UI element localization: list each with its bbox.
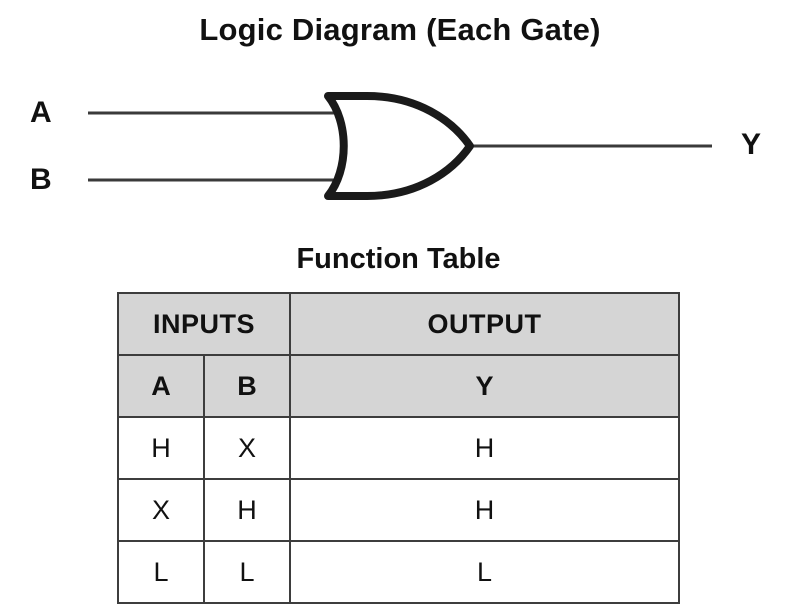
table-group-header-row: INPUTS OUTPUT: [117, 292, 680, 356]
output-label-y: Y: [741, 128, 762, 161]
group-header-output: OUTPUT: [289, 292, 680, 356]
column-header-y: Y: [289, 354, 680, 418]
cell-y: H: [289, 478, 680, 542]
diagram-title: Logic Diagram (Each Gate): [199, 12, 601, 47]
cell-b: L: [203, 540, 291, 604]
cell-b: H: [203, 478, 291, 542]
cell-y: L: [289, 540, 680, 604]
column-header-b: B: [203, 354, 291, 418]
function-table: INPUTS OUTPUT A B Y H X H X H H L L L: [117, 292, 680, 604]
column-header-a: A: [117, 354, 205, 418]
table-row: L L L: [117, 540, 680, 604]
cell-y: H: [289, 416, 680, 480]
group-header-inputs: INPUTS: [117, 292, 291, 356]
cell-a: H: [117, 416, 205, 480]
cell-a: X: [117, 478, 205, 542]
table-row: X H H: [117, 478, 680, 542]
logic-diagram: [0, 80, 800, 220]
table-row: H X H: [117, 416, 680, 480]
or-gate-symbol: [324, 92, 474, 200]
input-label-b: B: [30, 163, 52, 196]
input-label-a: A: [30, 96, 52, 129]
cell-b: X: [203, 416, 291, 480]
cell-a: L: [117, 540, 205, 604]
function-table-title: Function Table: [296, 243, 501, 275]
table-column-header-row: A B Y: [117, 354, 680, 418]
